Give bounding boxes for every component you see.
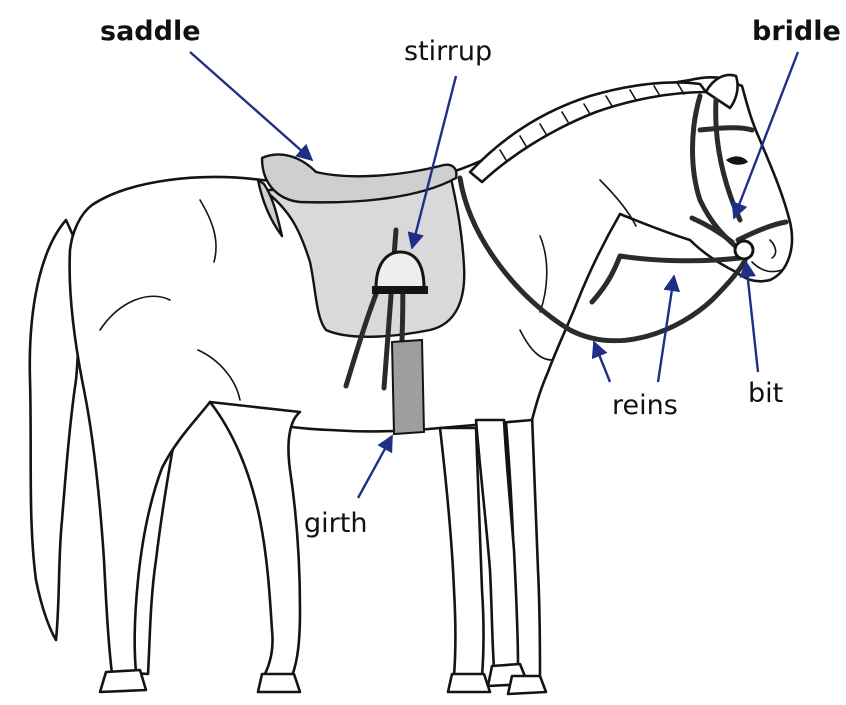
label-girth: girth [304,508,367,539]
girth-strap [392,340,424,434]
horse-near-hind-leg [210,402,300,676]
horse-body [70,77,792,674]
label-saddle: saddle [100,16,201,47]
saddle-arrow [190,52,312,160]
label-reins: reins [612,390,678,421]
label-stirrup: stirrup [404,36,492,67]
horse-hoof-3 [448,674,490,692]
horse-hoof-2 [258,674,300,692]
horse-hoof-5 [508,676,546,694]
girth-arrow [358,436,392,498]
horse-hoof-1 [100,670,146,692]
horse-near-fore-leg [440,428,484,676]
label-bit: bit [748,378,783,409]
reins-arrow [594,342,610,382]
label-bridle: bridle [752,16,841,47]
bit-ring [735,241,753,259]
